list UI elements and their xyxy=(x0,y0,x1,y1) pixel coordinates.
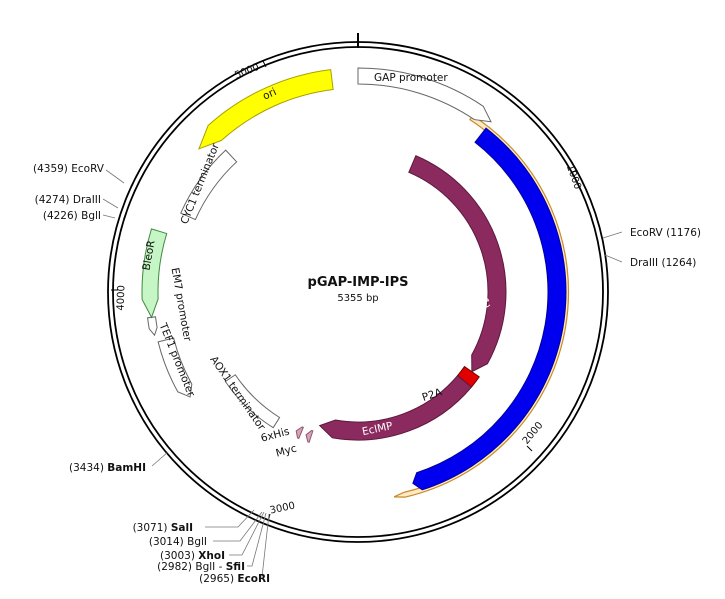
site-line-bamhi-3434 xyxy=(151,451,169,467)
ecimp-arrow xyxy=(318,374,473,441)
ori-label: ori xyxy=(261,86,278,103)
site-bgli-3014: (3014) BglI xyxy=(149,536,207,548)
site-line-bgli-sfii-2982 xyxy=(247,512,267,567)
tick-label-2000: 2000 xyxy=(521,420,546,447)
plasmid-name: pGAP-IMP-IPS xyxy=(308,275,409,290)
tick-label-5000: 5000 xyxy=(233,62,261,82)
site-draiii-4274: (4274) DraIII xyxy=(35,194,101,206)
cyc1-terminator-block xyxy=(180,149,238,221)
bleor-arrow xyxy=(141,228,168,319)
his-tag-label: 6xHis xyxy=(260,426,291,445)
site-ecori-2965: (2965) EcoRI xyxy=(199,573,270,585)
backbone-inner-ring xyxy=(112,46,604,538)
site-line-xhoi-3003 xyxy=(229,511,265,556)
orf-001-label: 001 xyxy=(508,234,523,256)
scips-arrow xyxy=(408,155,507,373)
plasmid-size: 5355 bp xyxy=(337,293,378,304)
gap-promoter-arrow xyxy=(357,67,492,123)
tick-1000 xyxy=(570,169,578,174)
gap-promoter-label: GAP promoter xyxy=(374,72,448,84)
site-line-bgli-4226 xyxy=(102,214,116,219)
em7-promoter-arrow xyxy=(147,316,158,337)
site-bamhi-3434: (3434) BamHI xyxy=(69,462,146,474)
myc-tag-label: Myc xyxy=(275,443,299,460)
site-draiii-1264: DraIII (1264) xyxy=(630,257,696,269)
aox1-terminator-block xyxy=(224,374,281,429)
ori-arrow xyxy=(198,69,334,150)
site-line-ecorv-4359 xyxy=(105,169,125,184)
site-line-ecorv-1176 xyxy=(602,231,623,239)
site-ecorv-4359: (4359) EcoRV xyxy=(33,163,105,175)
myc-tag-arrow xyxy=(295,426,304,440)
site-line-ecori-2965 xyxy=(261,513,270,578)
tef1-promoter-arrow xyxy=(157,337,193,398)
tick-5000 xyxy=(262,60,267,68)
site-line-draiii-1264 xyxy=(604,254,623,263)
orf-001-arrow xyxy=(412,127,567,491)
site-xhoi-3003: (3003) XhoI xyxy=(160,550,225,562)
aox1-terminator-label: AOX1 terminator xyxy=(207,354,267,433)
site-bgli-4226: (4226) BglI xyxy=(43,210,101,222)
his-tag-arrow xyxy=(305,429,314,443)
site-line-bgli-3014 xyxy=(213,511,263,542)
site-ecorv-1176: EcoRV (1176) xyxy=(630,227,701,239)
site-sali-3071: (3071) SalI xyxy=(133,522,193,534)
site-line-draiii-4274 xyxy=(102,198,119,209)
tick-label-1000: 1000 xyxy=(564,163,583,191)
tick-2000 xyxy=(526,445,533,452)
site-line-sali-3071 xyxy=(205,509,255,528)
bleor-label: BleoR xyxy=(141,240,158,272)
tick-label-3000: 3000 xyxy=(269,501,296,517)
tick-label-4000: 4000 xyxy=(116,285,128,311)
site-bgli-sfii-2982: (2982) BglI - SfiI xyxy=(157,561,245,573)
